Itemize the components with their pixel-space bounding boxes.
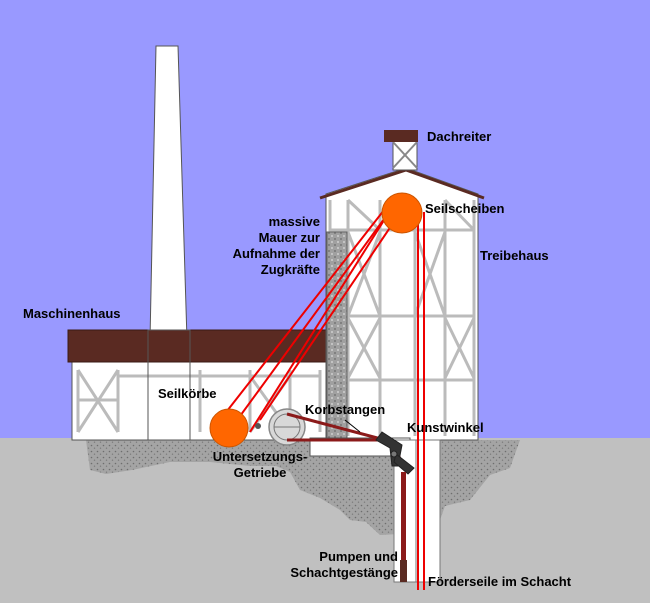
kunstwinkel	[375, 431, 415, 475]
label-mauer-4: Zugkräfte	[261, 262, 320, 277]
seilkorb-drum	[209, 408, 249, 448]
label-seilscheiben: Seilscheiben	[425, 201, 505, 216]
label-kunstwinkel: Kunstwinkel	[407, 420, 484, 435]
label-foerderseile: Förderseile im Schacht	[428, 574, 572, 589]
seilscheibe	[381, 192, 423, 234]
hoisting-ropes	[219, 194, 425, 590]
label-korbstangen: Korbstangen	[305, 402, 385, 417]
label-treibehaus: Treibehaus	[480, 248, 549, 263]
label-getriebe-1: Untersetzungs-	[213, 449, 308, 464]
label-pumpen-2: Schachtgestänge	[290, 565, 398, 580]
label-dachreiter: Dachreiter	[427, 129, 491, 144]
dachreiter	[384, 130, 418, 171]
label-pumpen-1: Pumpen und	[319, 549, 398, 564]
label-seilkoerbe: Seilkörbe	[158, 386, 217, 401]
label-mauer-3: Aufnahme der	[233, 246, 320, 261]
label-maschinenhaus: Maschinenhaus	[23, 306, 121, 321]
label-getriebe-2: Getriebe	[234, 465, 287, 480]
schachtgestaenge	[400, 472, 407, 582]
labels: Dachreiter Seilscheiben Treibehaus massi…	[23, 129, 572, 589]
label-mauer-2: Mauer zur	[259, 230, 320, 245]
label-mauer-1: massive	[269, 214, 320, 229]
